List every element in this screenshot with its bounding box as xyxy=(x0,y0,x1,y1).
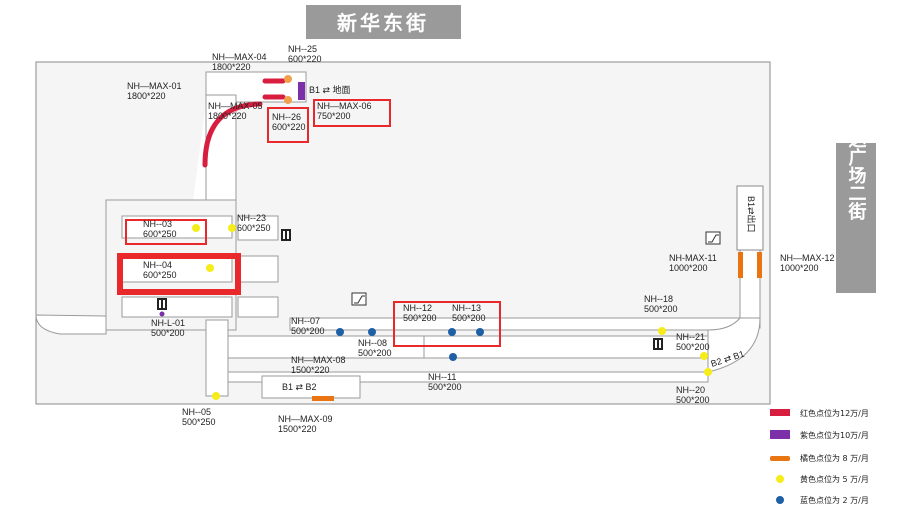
level-label-b1-ground: B1 ⇄ 地面 xyxy=(309,84,351,95)
yellow-ad-points xyxy=(192,224,712,400)
purple-dot xyxy=(159,311,165,317)
svg-text:1500*220: 1500*220 xyxy=(278,424,317,434)
legend-label-blue: 蓝色点位为 2 万/月 xyxy=(800,495,869,505)
orange-ad-points xyxy=(312,252,762,401)
svg-text:500*200: 500*200 xyxy=(358,348,392,358)
purple-ad-point xyxy=(298,82,305,100)
svg-text:NH—MAX-05: NH—MAX-05 xyxy=(208,101,263,111)
legend-label-red: 红色点位为12万/月 xyxy=(800,408,869,418)
legend-label-orange: 橘色点位为 8 万/月 xyxy=(800,453,869,463)
svg-text:NH--07: NH--07 xyxy=(291,316,320,326)
svg-text:NH—MAX-09: NH—MAX-09 xyxy=(278,414,333,424)
svg-text:NH--03: NH--03 xyxy=(143,219,172,229)
svg-text:500*200: 500*200 xyxy=(676,395,710,405)
orange-dots xyxy=(284,75,292,104)
svg-text:NH--20: NH--20 xyxy=(676,385,705,395)
b1-exit-label: B1⇄出口 xyxy=(746,196,757,233)
b1-exit-tube xyxy=(736,185,764,251)
svg-text:NH-L-01: NH-L-01 xyxy=(151,318,185,328)
svg-text:NH--13: NH--13 xyxy=(452,303,481,313)
svg-text:500*250: 500*250 xyxy=(182,417,216,427)
svg-text:600*220: 600*220 xyxy=(272,122,306,132)
legend-swatch-orange xyxy=(770,456,790,461)
svg-text:1800*220: 1800*220 xyxy=(208,111,247,121)
street-sign-right: 万达广场二街 xyxy=(836,112,876,293)
legend-swatch-red xyxy=(770,409,790,416)
svg-text:1500*220: 1500*220 xyxy=(291,365,330,375)
svg-text:500*200: 500*200 xyxy=(452,313,486,323)
svg-text:500*200: 500*200 xyxy=(428,382,462,392)
svg-text:500*200: 500*200 xyxy=(644,304,678,314)
legend-label-yellow: 黄色点位为 5 万/月 xyxy=(800,474,869,484)
svg-text:NH--11: NH--11 xyxy=(428,372,456,382)
svg-text:NH—MAX-12: NH—MAX-12 xyxy=(780,253,835,263)
svg-text:600*220: 600*220 xyxy=(288,54,322,64)
ad-labels: NH—MAX-01 1800*220 NH—MAX-04 1800*220 NH… xyxy=(127,44,835,434)
svg-text:NH--18: NH--18 xyxy=(644,294,673,304)
legend-swatch-yellow xyxy=(776,475,784,483)
highlight-frames xyxy=(117,99,501,347)
svg-text:1800*220: 1800*220 xyxy=(127,91,166,101)
svg-text:NH-MAX-11: NH-MAX-11 xyxy=(669,253,717,263)
legend-swatch-blue xyxy=(776,496,784,504)
svg-text:NH--08: NH--08 xyxy=(358,338,387,348)
level-label-b1-b2: B1 ⇄ B2 xyxy=(282,382,317,392)
svg-text:万达广场二街: 万达广场二街 xyxy=(846,112,868,221)
svg-text:600*250: 600*250 xyxy=(143,229,177,239)
svg-text:新华东街: 新华东街 xyxy=(337,11,429,35)
svg-text:NH--04: NH--04 xyxy=(143,260,172,270)
svg-text:500*200: 500*200 xyxy=(676,342,710,352)
corridors xyxy=(35,71,761,399)
blue-ad-points xyxy=(336,328,484,361)
svg-text:NH—MAX-04: NH—MAX-04 xyxy=(212,52,267,62)
svg-text:1000*200: 1000*200 xyxy=(669,263,708,273)
svg-text:NH--05: NH--05 xyxy=(182,407,211,417)
svg-text:NH--26: NH--26 xyxy=(272,112,301,122)
red-ad-points xyxy=(202,78,286,168)
svg-text:600*250: 600*250 xyxy=(143,270,177,280)
legend-swatch-purple xyxy=(770,430,790,439)
legend-label-purple: 紫色点位为10万/月 xyxy=(800,430,869,440)
escalator-icon xyxy=(705,231,721,245)
svg-text:500*200: 500*200 xyxy=(403,313,437,323)
svg-text:NH--23: NH--23 xyxy=(237,213,266,223)
elevator-icon xyxy=(157,298,167,310)
svg-text:1800*220: 1800*220 xyxy=(212,62,251,72)
svg-text:500*200: 500*200 xyxy=(151,328,185,338)
elevator-icon xyxy=(653,338,663,350)
svg-text:NH—MAX-01: NH—MAX-01 xyxy=(127,81,182,91)
svg-text:NH—MAX-08: NH—MAX-08 xyxy=(291,355,346,365)
svg-text:500*200: 500*200 xyxy=(291,326,325,336)
elevator-icon xyxy=(281,229,291,241)
svg-text:NH--21: NH--21 xyxy=(676,332,705,342)
svg-text:NH--12: NH--12 xyxy=(403,303,432,313)
escalator-icon xyxy=(351,292,367,306)
svg-text:NH—MAX-06: NH—MAX-06 xyxy=(317,101,372,111)
svg-text:750*200: 750*200 xyxy=(317,111,351,121)
legend: 红色点位为12万/月 紫色点位为10万/月 橘色点位为 8 万/月 黄色点位为 … xyxy=(770,408,869,505)
street-sign-top: 新华东街 xyxy=(306,5,461,39)
svg-text:1000*200: 1000*200 xyxy=(780,263,819,273)
svg-text:600*250: 600*250 xyxy=(237,223,271,233)
svg-text:NH--25: NH--25 xyxy=(288,44,317,54)
